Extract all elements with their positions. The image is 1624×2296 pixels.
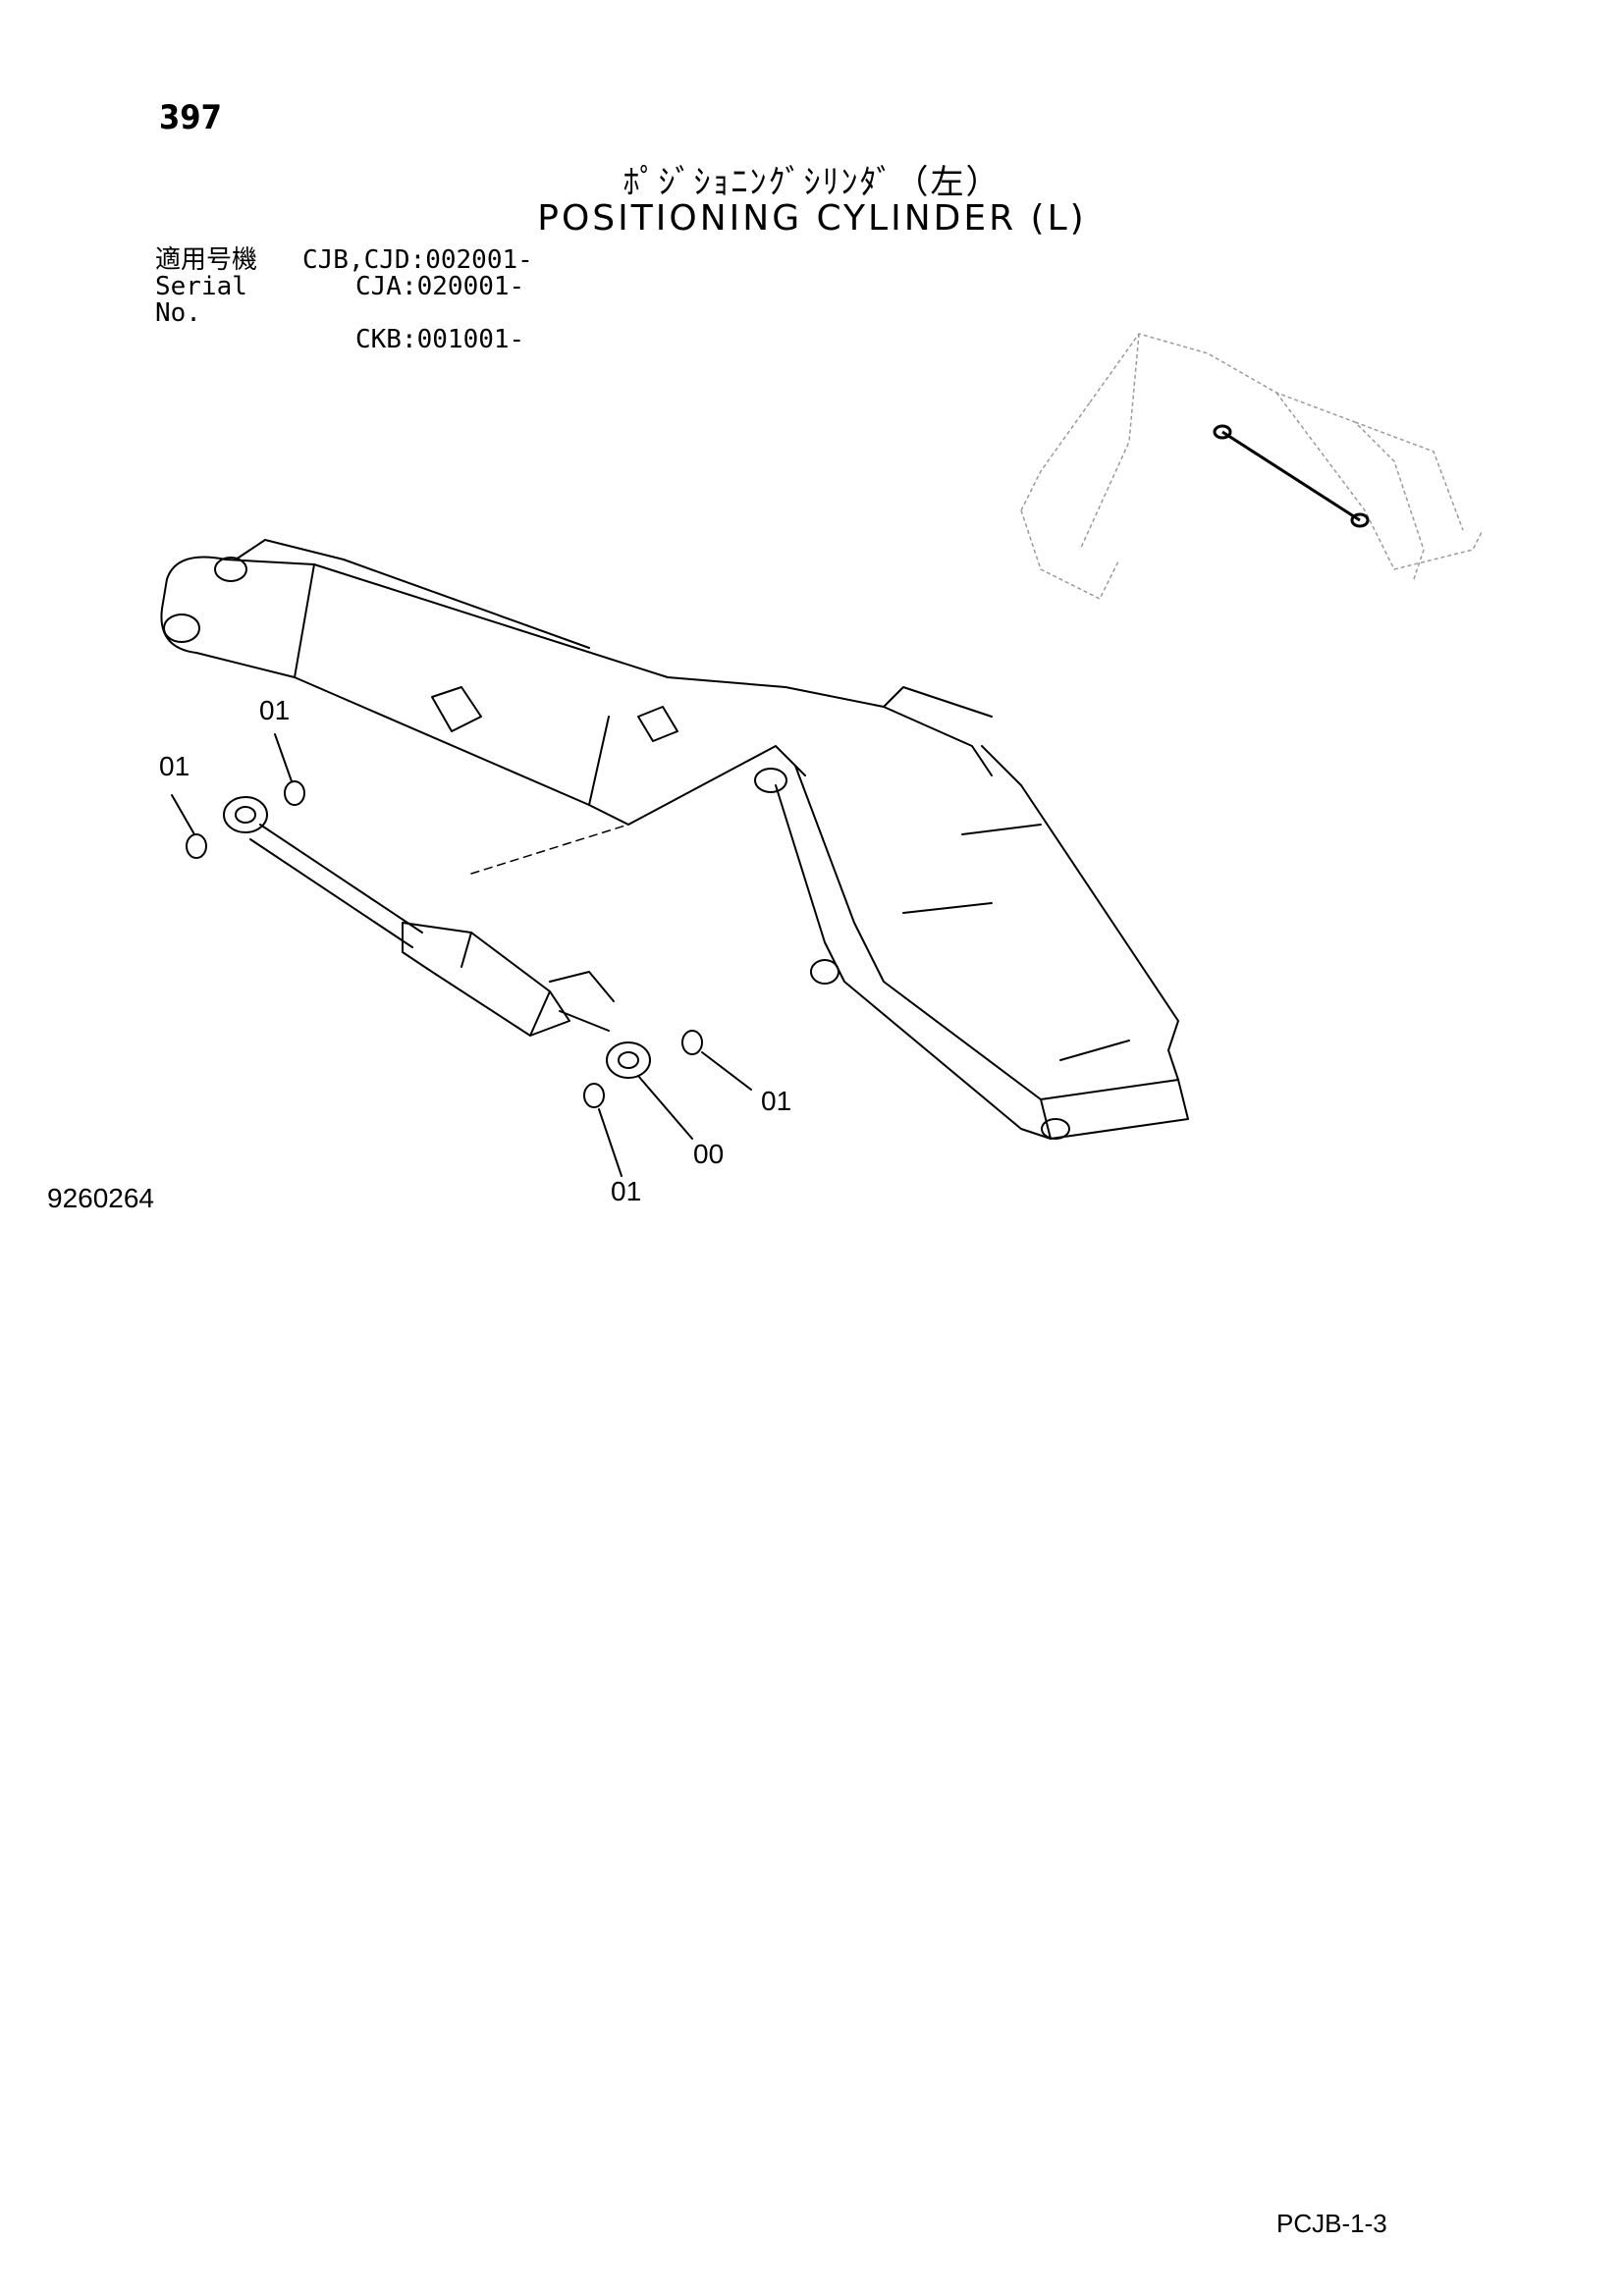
exploded-parts-drawing <box>160 333 1484 1177</box>
serial-label-en: Serial No. <box>155 272 247 328</box>
serial-label-jp: 適用号機 <box>155 245 258 275</box>
callout-bushing-right: 01 <box>761 1086 792 1116</box>
page-number: 397 <box>159 98 222 137</box>
serial-line-2: CJA:020001- <box>355 272 525 301</box>
overview-highlighted-cylinder <box>1213 424 1370 528</box>
callout-cylinder: 00 <box>693 1139 725 1169</box>
serial-line-1: CJB,CJD:002001- <box>302 245 533 275</box>
excavator-overview-drawing <box>1020 333 1484 601</box>
drawing-number: 9260264 <box>47 1183 155 1213</box>
page-code: PCJB-1-3 <box>1276 2209 1387 2238</box>
bushing-drawing <box>186 780 703 1108</box>
callout-bushing-top: 01 <box>259 695 291 725</box>
title-japanese: ﾎﾟｼﾞｼｮﾆﾝｸﾞｼﾘﾝﾀﾞ（左） <box>623 163 1001 202</box>
callout-bushing-left: 01 <box>159 751 190 781</box>
boom-drawing <box>160 539 1189 1140</box>
serial-number-block: 適用号機 CJB,CJD:002001- Serial No. CJA:0200… <box>155 247 533 353</box>
serial-line-3: CKB:001001- <box>355 325 525 354</box>
cylinder-drawing <box>223 796 651 1079</box>
title-english: POSITIONING CYLINDER (L) <box>537 198 1087 239</box>
callout-bushing-bottom: 01 <box>611 1176 642 1206</box>
